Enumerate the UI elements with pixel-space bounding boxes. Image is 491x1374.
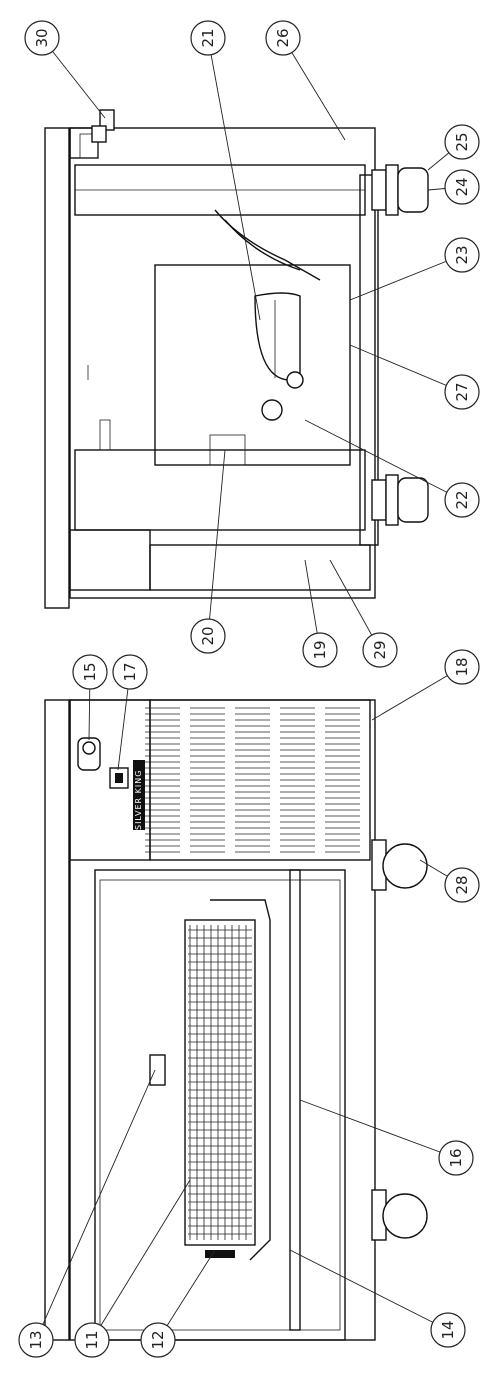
callout-circle xyxy=(190,618,226,654)
coil-grid xyxy=(188,925,252,1240)
callouts: 30 26 21 25 24 23 27 22 20 19 29 15 17 18 28 16 14 12 11 13 xyxy=(18,20,480,1358)
front-caster-top xyxy=(371,839,428,891)
compressor-port xyxy=(286,371,304,389)
callout-number: 27 xyxy=(453,382,471,401)
fan-bracket xyxy=(149,1054,166,1086)
callout-leader xyxy=(349,254,463,301)
callout-18: 18 xyxy=(371,649,480,721)
callout-circle xyxy=(430,1312,466,1348)
callout-12: 12 xyxy=(140,1249,216,1358)
callout-30: 30 xyxy=(24,20,106,119)
callout-number: 28 xyxy=(453,875,471,894)
callout-number: 21 xyxy=(199,28,217,47)
callout-24: 24 xyxy=(427,169,480,205)
callout-29: 29 xyxy=(329,559,398,668)
front-caster-bottom xyxy=(371,1189,428,1241)
callout-number: 16 xyxy=(447,1148,465,1167)
callout-circle xyxy=(444,237,480,273)
callout-number: 30 xyxy=(33,28,51,47)
callout-circle xyxy=(444,482,480,518)
callout-25: 25 xyxy=(427,124,480,171)
callout-leader xyxy=(207,37,261,321)
callout-circle xyxy=(302,632,338,668)
callout-circle xyxy=(265,20,301,56)
callout-27: 27 xyxy=(349,344,480,410)
callout-number: 13 xyxy=(27,1330,45,1349)
callout-leader xyxy=(289,1249,449,1331)
callout-20: 20 xyxy=(190,449,226,654)
callout-circle xyxy=(444,649,480,685)
callout-leader xyxy=(304,419,463,501)
callout-circle xyxy=(444,867,480,903)
brand-label: SILVER KING xyxy=(134,770,143,830)
callout-15: 15 xyxy=(72,654,108,741)
compressor xyxy=(254,292,301,381)
callout-leader xyxy=(35,1069,156,1341)
top-fitting xyxy=(99,109,115,131)
callout-leader xyxy=(349,344,463,393)
callout-number: 22 xyxy=(453,490,471,509)
callout-19: 19 xyxy=(302,559,338,668)
callout-28: 28 xyxy=(419,859,480,903)
callout-leader xyxy=(157,1249,216,1341)
cabinet-body xyxy=(69,127,376,599)
callout-number: 24 xyxy=(453,177,471,196)
callout-number: 17 xyxy=(121,662,139,681)
callout-number: 23 xyxy=(453,245,471,264)
callout-number: 19 xyxy=(311,640,329,659)
front-view: SILVER KING xyxy=(44,699,428,1341)
top-plate xyxy=(44,127,70,609)
coil-end xyxy=(205,1250,235,1258)
callout-number: 15 xyxy=(81,662,99,681)
callout-circle xyxy=(190,20,226,56)
callout-circle xyxy=(444,169,480,205)
front-cabinet xyxy=(69,699,376,1341)
callout-13: 13 xyxy=(18,1069,156,1358)
louvers xyxy=(145,707,360,853)
callout-21: 21 xyxy=(190,20,261,321)
callout-number: 20 xyxy=(199,626,217,645)
callout-number: 12 xyxy=(149,1330,167,1349)
callout-circle xyxy=(18,1322,54,1358)
callout-circle xyxy=(74,1322,110,1358)
callout-leader xyxy=(207,449,226,637)
callout-circle xyxy=(444,374,480,410)
callout-number: 26 xyxy=(274,28,292,47)
callout-circle xyxy=(112,654,148,690)
callout-circle xyxy=(72,654,108,690)
callout-number: 29 xyxy=(371,640,389,659)
callout-26: 26 xyxy=(265,20,346,141)
condensate-pan xyxy=(154,264,351,466)
callout-23: 23 xyxy=(349,237,480,301)
callout-16: 16 xyxy=(299,1099,474,1176)
callout-circle xyxy=(24,20,60,56)
caster-bottom xyxy=(371,474,429,526)
evaporator-coil xyxy=(184,919,256,1246)
callout-14: 14 xyxy=(289,1249,466,1348)
callout-number: 11 xyxy=(83,1330,101,1349)
callout-11: 11 xyxy=(74,1179,191,1358)
callout-22: 22 xyxy=(304,419,480,518)
caster-top xyxy=(371,164,429,216)
brand-plate xyxy=(133,760,145,830)
callout-circle xyxy=(362,632,398,668)
callout-leader xyxy=(91,1179,191,1341)
callout-circle xyxy=(140,1322,176,1358)
callout-circle xyxy=(438,1140,474,1176)
callout-leader xyxy=(282,37,346,141)
callout-17: 17 xyxy=(112,654,148,771)
callout-number: 14 xyxy=(439,1320,457,1339)
callout-number: 25 xyxy=(453,132,471,151)
callout-circle xyxy=(444,124,480,160)
callout-number: 18 xyxy=(453,657,471,676)
callout-leader xyxy=(299,1099,457,1159)
side-view xyxy=(44,109,429,609)
front-top-plate xyxy=(44,699,70,1341)
